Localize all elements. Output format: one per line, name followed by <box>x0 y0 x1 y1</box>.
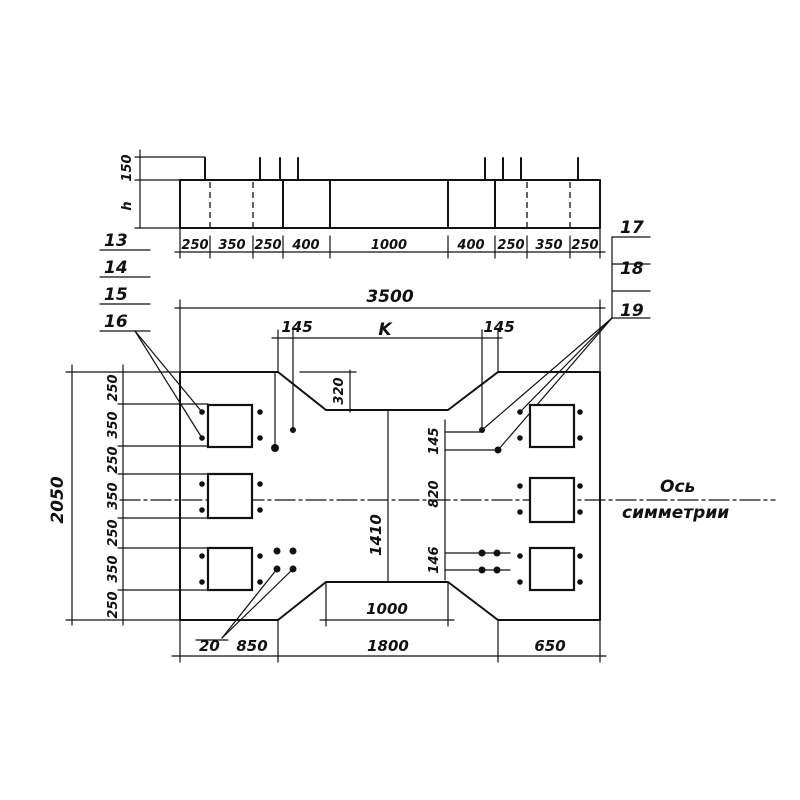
dim-left-6: 350 <box>106 555 121 582</box>
callout-18: 18 <box>620 259 644 279</box>
callout-13: 13 <box>104 231 128 251</box>
callouts-right: 17 18 19 <box>481 218 651 451</box>
elev-seg-1: 250 <box>181 238 208 253</box>
plan-box-right-top <box>528 403 576 449</box>
callout-16: 16 <box>104 312 128 332</box>
elev-seg-8: 350 <box>535 238 562 253</box>
dim-offset-left: 145 <box>281 318 312 336</box>
elev-seg-6: 400 <box>456 238 484 253</box>
plan-box-left-bottom <box>206 546 254 592</box>
dim-overall-width: 3500 <box>366 287 413 307</box>
dim-inner-width: 1000 <box>366 600 408 618</box>
plan-dimensions: 3500 145 K 145 320 2050 250 350 250 350 … <box>48 287 607 663</box>
dim-right-820: 820 <box>427 480 442 507</box>
dim-left-5: 250 <box>106 519 121 546</box>
plan-box-left-mid <box>206 472 254 520</box>
axis-label-2: симметрии <box>622 503 729 523</box>
axis-label-1: Ось <box>660 477 695 497</box>
dim-offset-right: 145 <box>483 318 514 336</box>
elevation-outline <box>179 179 601 229</box>
callout-14: 14 <box>104 258 128 278</box>
dim-center-height: 1410 <box>367 514 385 556</box>
elev-seg-9: 250 <box>571 238 598 253</box>
dim-left-4: 350 <box>106 482 121 509</box>
callout-17: 17 <box>620 218 644 238</box>
dim-left-7: 250 <box>106 591 121 618</box>
callout-19: 19 <box>620 301 644 321</box>
dim-left-2: 350 <box>106 411 121 438</box>
callout-15: 15 <box>104 285 128 305</box>
dim-bottom-650: 650 <box>534 637 565 655</box>
plan-box-right-mid <box>528 476 576 524</box>
elev-seg-2: 350 <box>218 238 245 253</box>
elev-seg-5: 1000 <box>371 238 407 253</box>
elevation-label-150: 150 <box>120 154 135 181</box>
elev-seg-3: 250 <box>254 238 281 253</box>
plan-box-left-top <box>206 403 254 449</box>
dim-overall-height: 2050 <box>48 476 68 523</box>
dim-bottom-850: 850 <box>236 637 267 655</box>
elevation-label-h: h <box>120 201 135 210</box>
elevation-view: 150 h 250 350 250 400 1000 400 250 350 2… <box>120 149 606 259</box>
dim-left-1: 250 <box>106 374 121 401</box>
dim-left-3: 250 <box>106 446 121 473</box>
callouts-left: 13 14 15 16 <box>99 231 203 439</box>
plan-box-right-bottom <box>528 546 576 592</box>
dim-notch-depth: 320 <box>332 377 347 404</box>
rebar-dots-right <box>478 409 583 585</box>
elev-seg-7: 250 <box>497 238 524 253</box>
dim-right-145: 145 <box>427 427 442 454</box>
dim-right-146: 146 <box>427 546 442 573</box>
elev-seg-4: 400 <box>291 238 319 253</box>
dim-bottom-1800: 1800 <box>367 637 409 655</box>
dim-k: K <box>378 320 393 340</box>
callout-20: 20 <box>199 637 220 655</box>
